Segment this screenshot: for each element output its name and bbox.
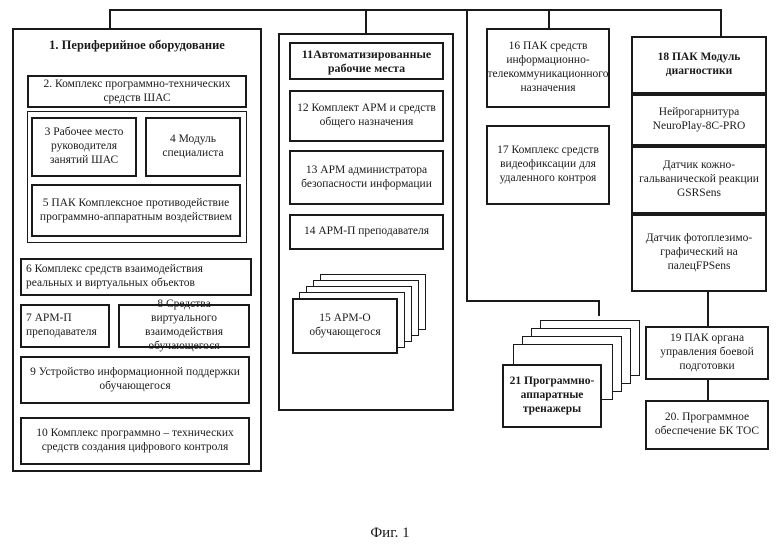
block-4-label: 4 Модуль специалиста bbox=[151, 133, 235, 161]
block-13: 13 АРМ администратора безопасности инфор… bbox=[289, 150, 444, 205]
block-10-label: 10 Комплекс программно – технических сре… bbox=[26, 427, 244, 455]
block-20-label: 20. Программное обеспечение БК ТОС bbox=[651, 411, 763, 439]
connector-to-block-11 bbox=[365, 9, 367, 35]
block-18-fp-sensor-label: Датчик фотоплезимо-графический на палецF… bbox=[637, 232, 761, 273]
block-5-label: 5 ПАК Комплексное противодействие програ… bbox=[37, 197, 235, 225]
block-2-label: 2. Комплекс программно-технических средс… bbox=[33, 78, 241, 106]
block-21: 21 Программно-аппаратные тренажеры bbox=[502, 364, 602, 428]
block-20: 20. Программное обеспечение БК ТОС bbox=[645, 400, 769, 450]
block-4: 4 Модуль специалиста bbox=[145, 117, 241, 177]
block-1-title: 1. Периферийное оборудование bbox=[14, 38, 260, 53]
block-9-label: 9 Устройство информационной поддержки об… bbox=[26, 366, 244, 394]
block-14: 14 АРМ-П преподавателя bbox=[289, 214, 444, 250]
block-11: 11Автоматизированные рабочие места bbox=[289, 42, 444, 80]
block-18-label: 18 ПАК Модуль диагностики bbox=[637, 51, 761, 79]
block-7: 7 АРМ-П преподавателя bbox=[20, 304, 110, 348]
block-18-neuroheadset-label: Нейрогарнитура NeuroPlay-8C-PRO bbox=[637, 106, 761, 134]
block-12: 12 Комплект АРМ и средств общего назначе… bbox=[289, 90, 444, 142]
block-8: 8 Средства виртуального взаимодействия о… bbox=[118, 304, 250, 348]
block-16-label: 16 ПАК средств информационно-телекоммуни… bbox=[488, 40, 609, 95]
block-7-label: 7 АРМ-П преподавателя bbox=[26, 312, 104, 340]
block-3: 3 Рабочее место руководителя занятий ШАС bbox=[31, 117, 137, 177]
block-18: 18 ПАК Модуль диагностики bbox=[631, 36, 767, 94]
block-18-fp-sensor: Датчик фотоплезимо-графический на палецF… bbox=[631, 214, 767, 292]
block-8-label: 8 Средства виртуального взаимодействия о… bbox=[124, 298, 244, 353]
block-17: 17 Комплекс средств видеофиксации для уд… bbox=[486, 125, 610, 205]
connector-19-to-20 bbox=[707, 380, 709, 400]
block-5: 5 ПАК Комплексное противодействие програ… bbox=[31, 184, 241, 237]
block-10: 10 Комплекс программно – технических сре… bbox=[20, 417, 250, 465]
block-6-label: 6 Комплекс средств взаимодействия реальн… bbox=[26, 263, 246, 291]
connector-to-block-21-vertical bbox=[598, 300, 600, 316]
block-19-label: 19 ПАК органа управления боевой подготов… bbox=[651, 332, 763, 373]
block-2: 2. Комплекс программно-технических средс… bbox=[27, 75, 247, 108]
block-15: 15 АРМ-О обучающегося bbox=[292, 298, 398, 354]
connector-18-to-19 bbox=[707, 292, 709, 326]
block-3-label: 3 Рабочее место руководителя занятий ШАС bbox=[37, 126, 131, 167]
block-18-gsr-sensor: Датчик кожно-гальванической реакции GSRS… bbox=[631, 146, 767, 214]
block-6: 6 Комплекс средств взаимодействия реальн… bbox=[20, 258, 252, 296]
connector-to-block-18 bbox=[720, 9, 722, 37]
block-16: 16 ПАК средств информационно-телекоммуни… bbox=[486, 28, 610, 108]
block-21-label: 21 Программно-аппаратные тренажеры bbox=[508, 375, 596, 416]
block-12-label: 12 Комплект АРМ и средств общего назначе… bbox=[295, 102, 438, 130]
top-bus-line bbox=[109, 9, 722, 11]
figure-caption: Фиг. 1 bbox=[0, 525, 780, 542]
connector-to-block-21-horizontal bbox=[466, 300, 600, 302]
block-13-label: 13 АРМ администратора безопасности инфор… bbox=[295, 164, 438, 192]
block-11-label: 11Автоматизированные рабочие места bbox=[295, 47, 438, 76]
block-14-label: 14 АРМ-П преподавателя bbox=[304, 225, 429, 239]
block-18-neuroheadset: Нейрогарнитура NeuroPlay-8C-PRO bbox=[631, 94, 767, 146]
block-17-label: 17 Комплекс средств видеофиксации для уд… bbox=[492, 144, 604, 185]
block-9: 9 Устройство информационной поддержки об… bbox=[20, 356, 250, 404]
connector-to-block-16-region-left bbox=[466, 9, 468, 301]
connector-to-block-1 bbox=[109, 9, 111, 29]
block-18-gsr-sensor-label: Датчик кожно-гальванической реакции GSRS… bbox=[637, 159, 761, 200]
block-19: 19 ПАК органа управления боевой подготов… bbox=[645, 326, 769, 380]
block-15-label: 15 АРМ-О обучающегося bbox=[298, 312, 392, 340]
